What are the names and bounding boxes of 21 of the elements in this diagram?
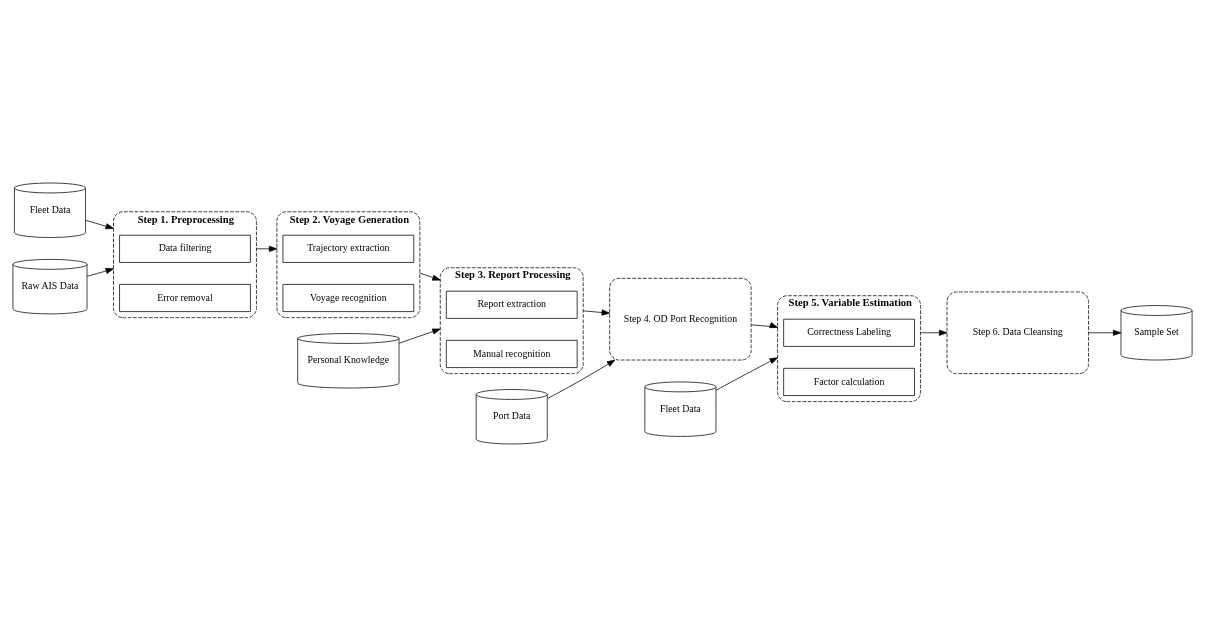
node-box: Error removal: [119, 284, 251, 312]
node-box: Step 4. OD Port Recognition: [609, 277, 752, 361]
arrow: [419, 272, 441, 281]
arrow: [398, 328, 441, 344]
arrow: [86, 268, 114, 277]
arrow: [582, 309, 610, 316]
arrow: [256, 245, 278, 252]
arrow: [1088, 329, 1122, 336]
node-box: Voyage recognition: [282, 284, 415, 312]
arrow: [85, 220, 114, 230]
arrow: [750, 322, 778, 328]
arrow: [715, 357, 778, 391]
node-box: Factor calculation: [783, 367, 915, 396]
node-box: Step 6. Data Cleansing: [946, 291, 1089, 374]
arrow: [920, 329, 948, 336]
node-box: Correctness Labeling: [783, 318, 915, 347]
node-box: Manual recognition: [445, 339, 578, 368]
arrow: [547, 359, 616, 399]
node-box: Report extraction: [445, 290, 578, 319]
node-box: Trajectory extraction: [282, 234, 415, 263]
node-box: Data filtering: [119, 234, 251, 263]
